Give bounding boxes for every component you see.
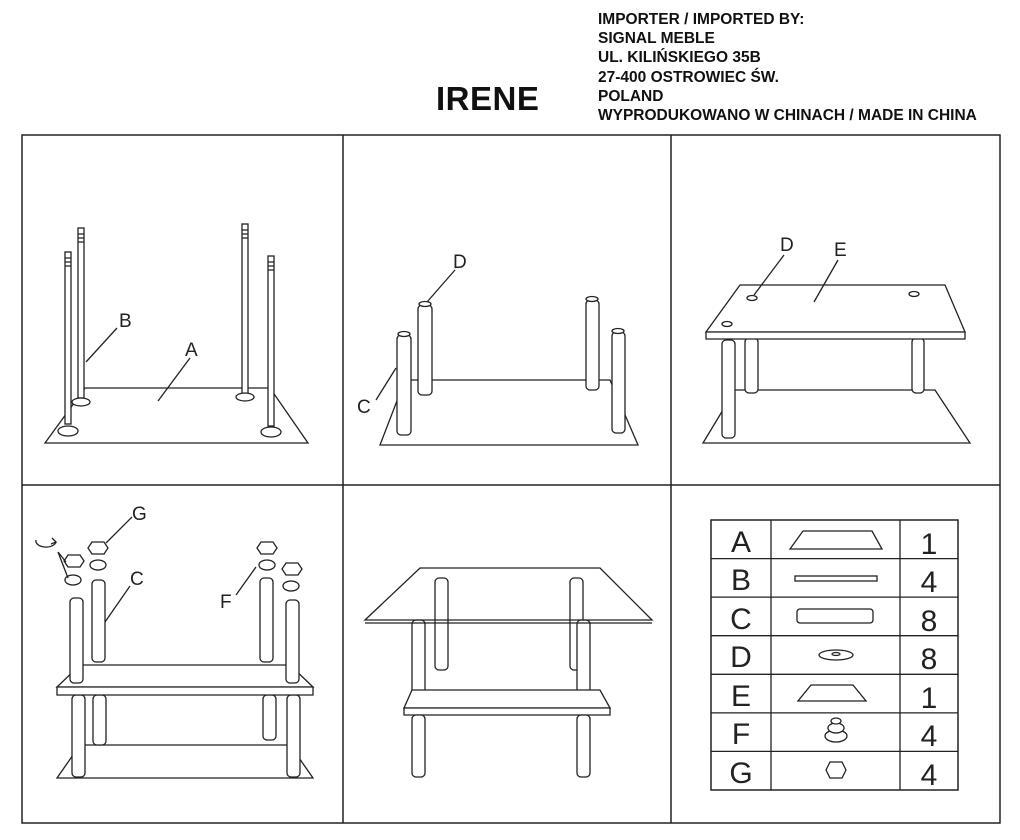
part-quantity: 8: [921, 605, 938, 638]
step-3-diagram: D E: [701, 235, 972, 444]
callout-label: E: [834, 240, 847, 261]
parts-row: E 1: [731, 680, 937, 715]
importer-line: POLAND: [598, 87, 664, 105]
importer-line: WYPRODUKOWANO W CHINACH / MADE IN CHINA: [598, 107, 977, 125]
callout-label: D: [780, 235, 794, 256]
parts-row: F 4: [732, 717, 938, 753]
tube-icon: [796, 608, 874, 624]
part-letter: C: [730, 603, 752, 636]
product-title: IRENE: [436, 80, 540, 117]
parts-row: B 4: [731, 564, 937, 599]
step-grid: [21, 134, 1001, 824]
step-2-diagram: D C: [357, 252, 639, 446]
callout-label: B: [119, 311, 132, 332]
part-letter: A: [731, 526, 751, 559]
callout-label: A: [185, 340, 198, 361]
step-4-diagram: G C F: [35, 504, 315, 779]
washer-icon: [818, 649, 854, 661]
parts-row: C 8: [730, 603, 937, 638]
parts-row: D 8: [730, 641, 937, 676]
part-quantity: 8: [921, 643, 938, 676]
part-quantity: 1: [921, 682, 938, 715]
parts-table: A 1 B 4 C 8 D 8 E 1 F 4 G: [710, 519, 959, 792]
importer-line: UL. KILIŃSKIEGO 35B: [598, 49, 761, 67]
part-quantity: 4: [921, 720, 938, 753]
callout-label: G: [132, 504, 147, 525]
parts-row: A 1: [731, 526, 937, 561]
importer-info: IMPORTER / IMPORTED BY: SIGNAL MEBLE UL.…: [598, 10, 977, 125]
importer-line: 27-400 OSTROWIEC ŚW.: [598, 68, 779, 86]
part-quantity: 4: [921, 566, 938, 599]
callout-label: C: [357, 397, 371, 418]
rotate-arrow-icon: [35, 537, 58, 548]
threaded-rod-icon: [794, 575, 878, 582]
step-1-diagram: B A: [43, 223, 310, 444]
part-letter: D: [730, 641, 752, 674]
part-quantity: 1: [921, 528, 938, 561]
glass-top-icon: [796, 684, 868, 702]
nut-and-stopper: [63, 541, 303, 592]
callout-label: D: [453, 252, 467, 273]
washer: [397, 295, 625, 338]
importer-line: IMPORTER / IMPORTED BY:: [598, 11, 805, 28]
part-letter: G: [729, 757, 752, 790]
part-letter: B: [731, 564, 751, 597]
threaded-rod: [57, 223, 282, 438]
step-5-diagram: [363, 567, 654, 778]
part-letter: E: [731, 680, 751, 713]
importer-line: SIGNAL MEBLE: [598, 30, 715, 48]
part-letter: F: [732, 718, 750, 751]
callout-label: C: [130, 569, 144, 590]
part-quantity: 4: [921, 759, 938, 792]
nut-icon: [825, 761, 847, 779]
parts-row: G 4: [729, 757, 937, 792]
base-plate-icon: [788, 530, 884, 550]
callout-label: F: [220, 592, 232, 613]
rubber-stopper-icon: [824, 717, 848, 743]
